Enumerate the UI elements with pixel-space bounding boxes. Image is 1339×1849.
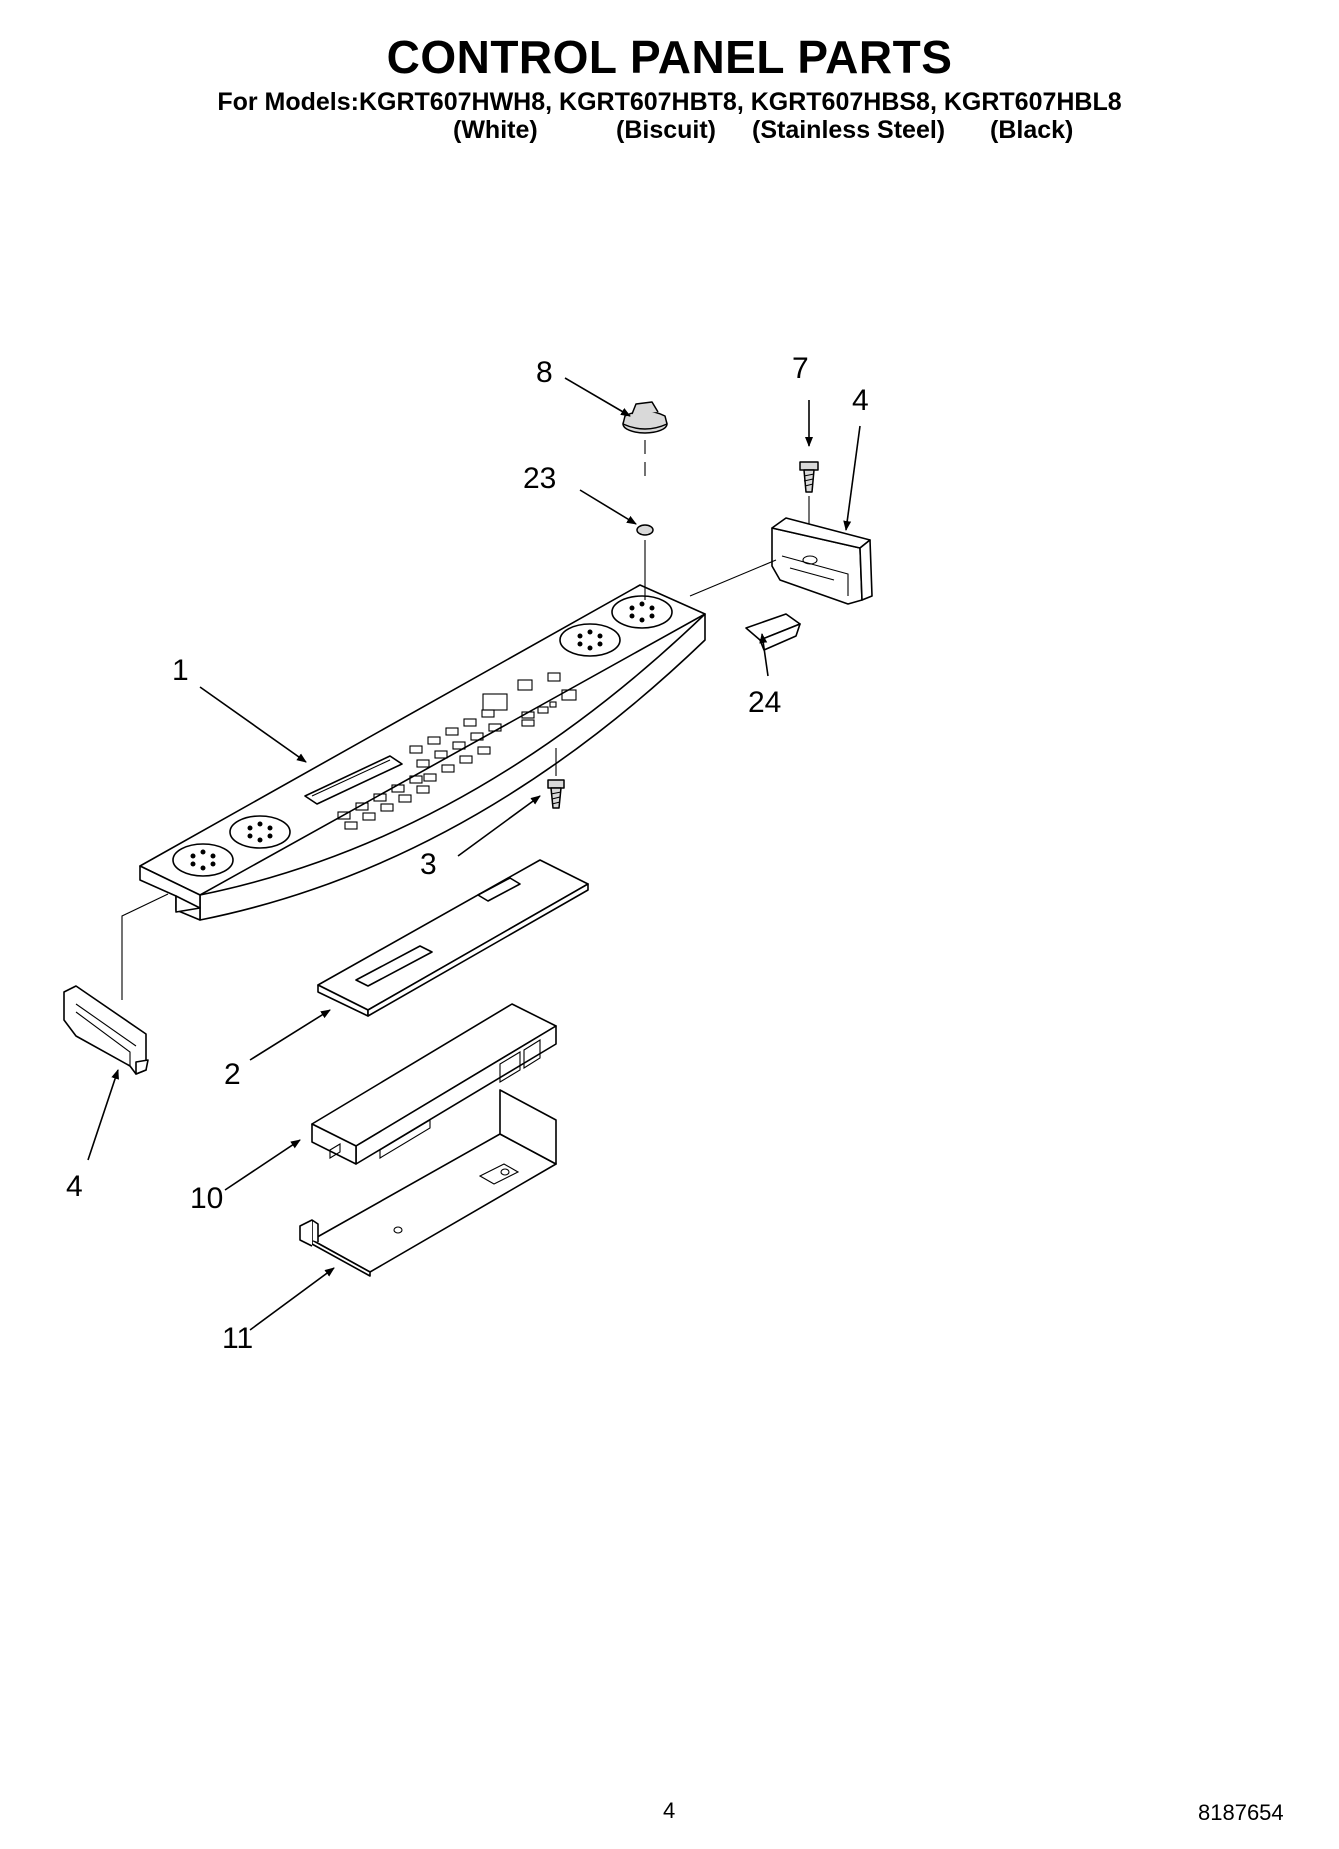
- callout-23: 23: [523, 462, 556, 495]
- callout-4-left: 4: [66, 1170, 83, 1203]
- callout-11: 11: [222, 1322, 253, 1355]
- finish-black: (Black): [990, 116, 1074, 144]
- part-4-end-cap-left: [63, 985, 149, 1075]
- part-3-screw: [547, 779, 565, 809]
- model-list: For Models:KGRT607HWH8, KGRT607HBT8, KGR…: [217, 88, 1122, 116]
- callout-4-right: 4: [852, 384, 869, 417]
- callout-3: 3: [420, 848, 437, 881]
- leader-arrows: [87, 377, 861, 1331]
- part-10-control-board: [311, 1003, 557, 1165]
- callout-1: 1: [172, 654, 189, 687]
- knob-opening-right-2: [611, 595, 673, 629]
- finish-stainless-steel: (Stainless Steel): [752, 116, 946, 144]
- callout-8: 8: [536, 356, 553, 389]
- callout-2: 2: [224, 1058, 241, 1091]
- part-23-ring: [636, 524, 654, 536]
- callout-7: 7: [792, 352, 809, 385]
- document-number: 8187654: [1198, 1800, 1284, 1825]
- callout-24: 24: [748, 686, 781, 719]
- knob-opening-left-2: [229, 815, 291, 849]
- callout-10: 10: [190, 1182, 223, 1215]
- page-number: 4: [663, 1798, 676, 1823]
- part-24-clip: [745, 613, 801, 651]
- finish-biscuit: (Biscuit): [616, 116, 716, 144]
- part-11-housing: [299, 1089, 557, 1277]
- knob-opening-left-1: [172, 843, 234, 877]
- part-8-knob: [622, 401, 668, 434]
- knob-opening-right-1: [559, 623, 621, 657]
- part-1-control-panel: [139, 584, 706, 921]
- display-window: [304, 755, 403, 805]
- part-7-screw: [799, 461, 819, 493]
- page-title: CONTROL PANEL PARTS: [386, 31, 953, 83]
- finish-white: (White): [453, 116, 538, 144]
- part-4-end-cap-right: [771, 517, 873, 605]
- part-2-overlay: [317, 859, 589, 1017]
